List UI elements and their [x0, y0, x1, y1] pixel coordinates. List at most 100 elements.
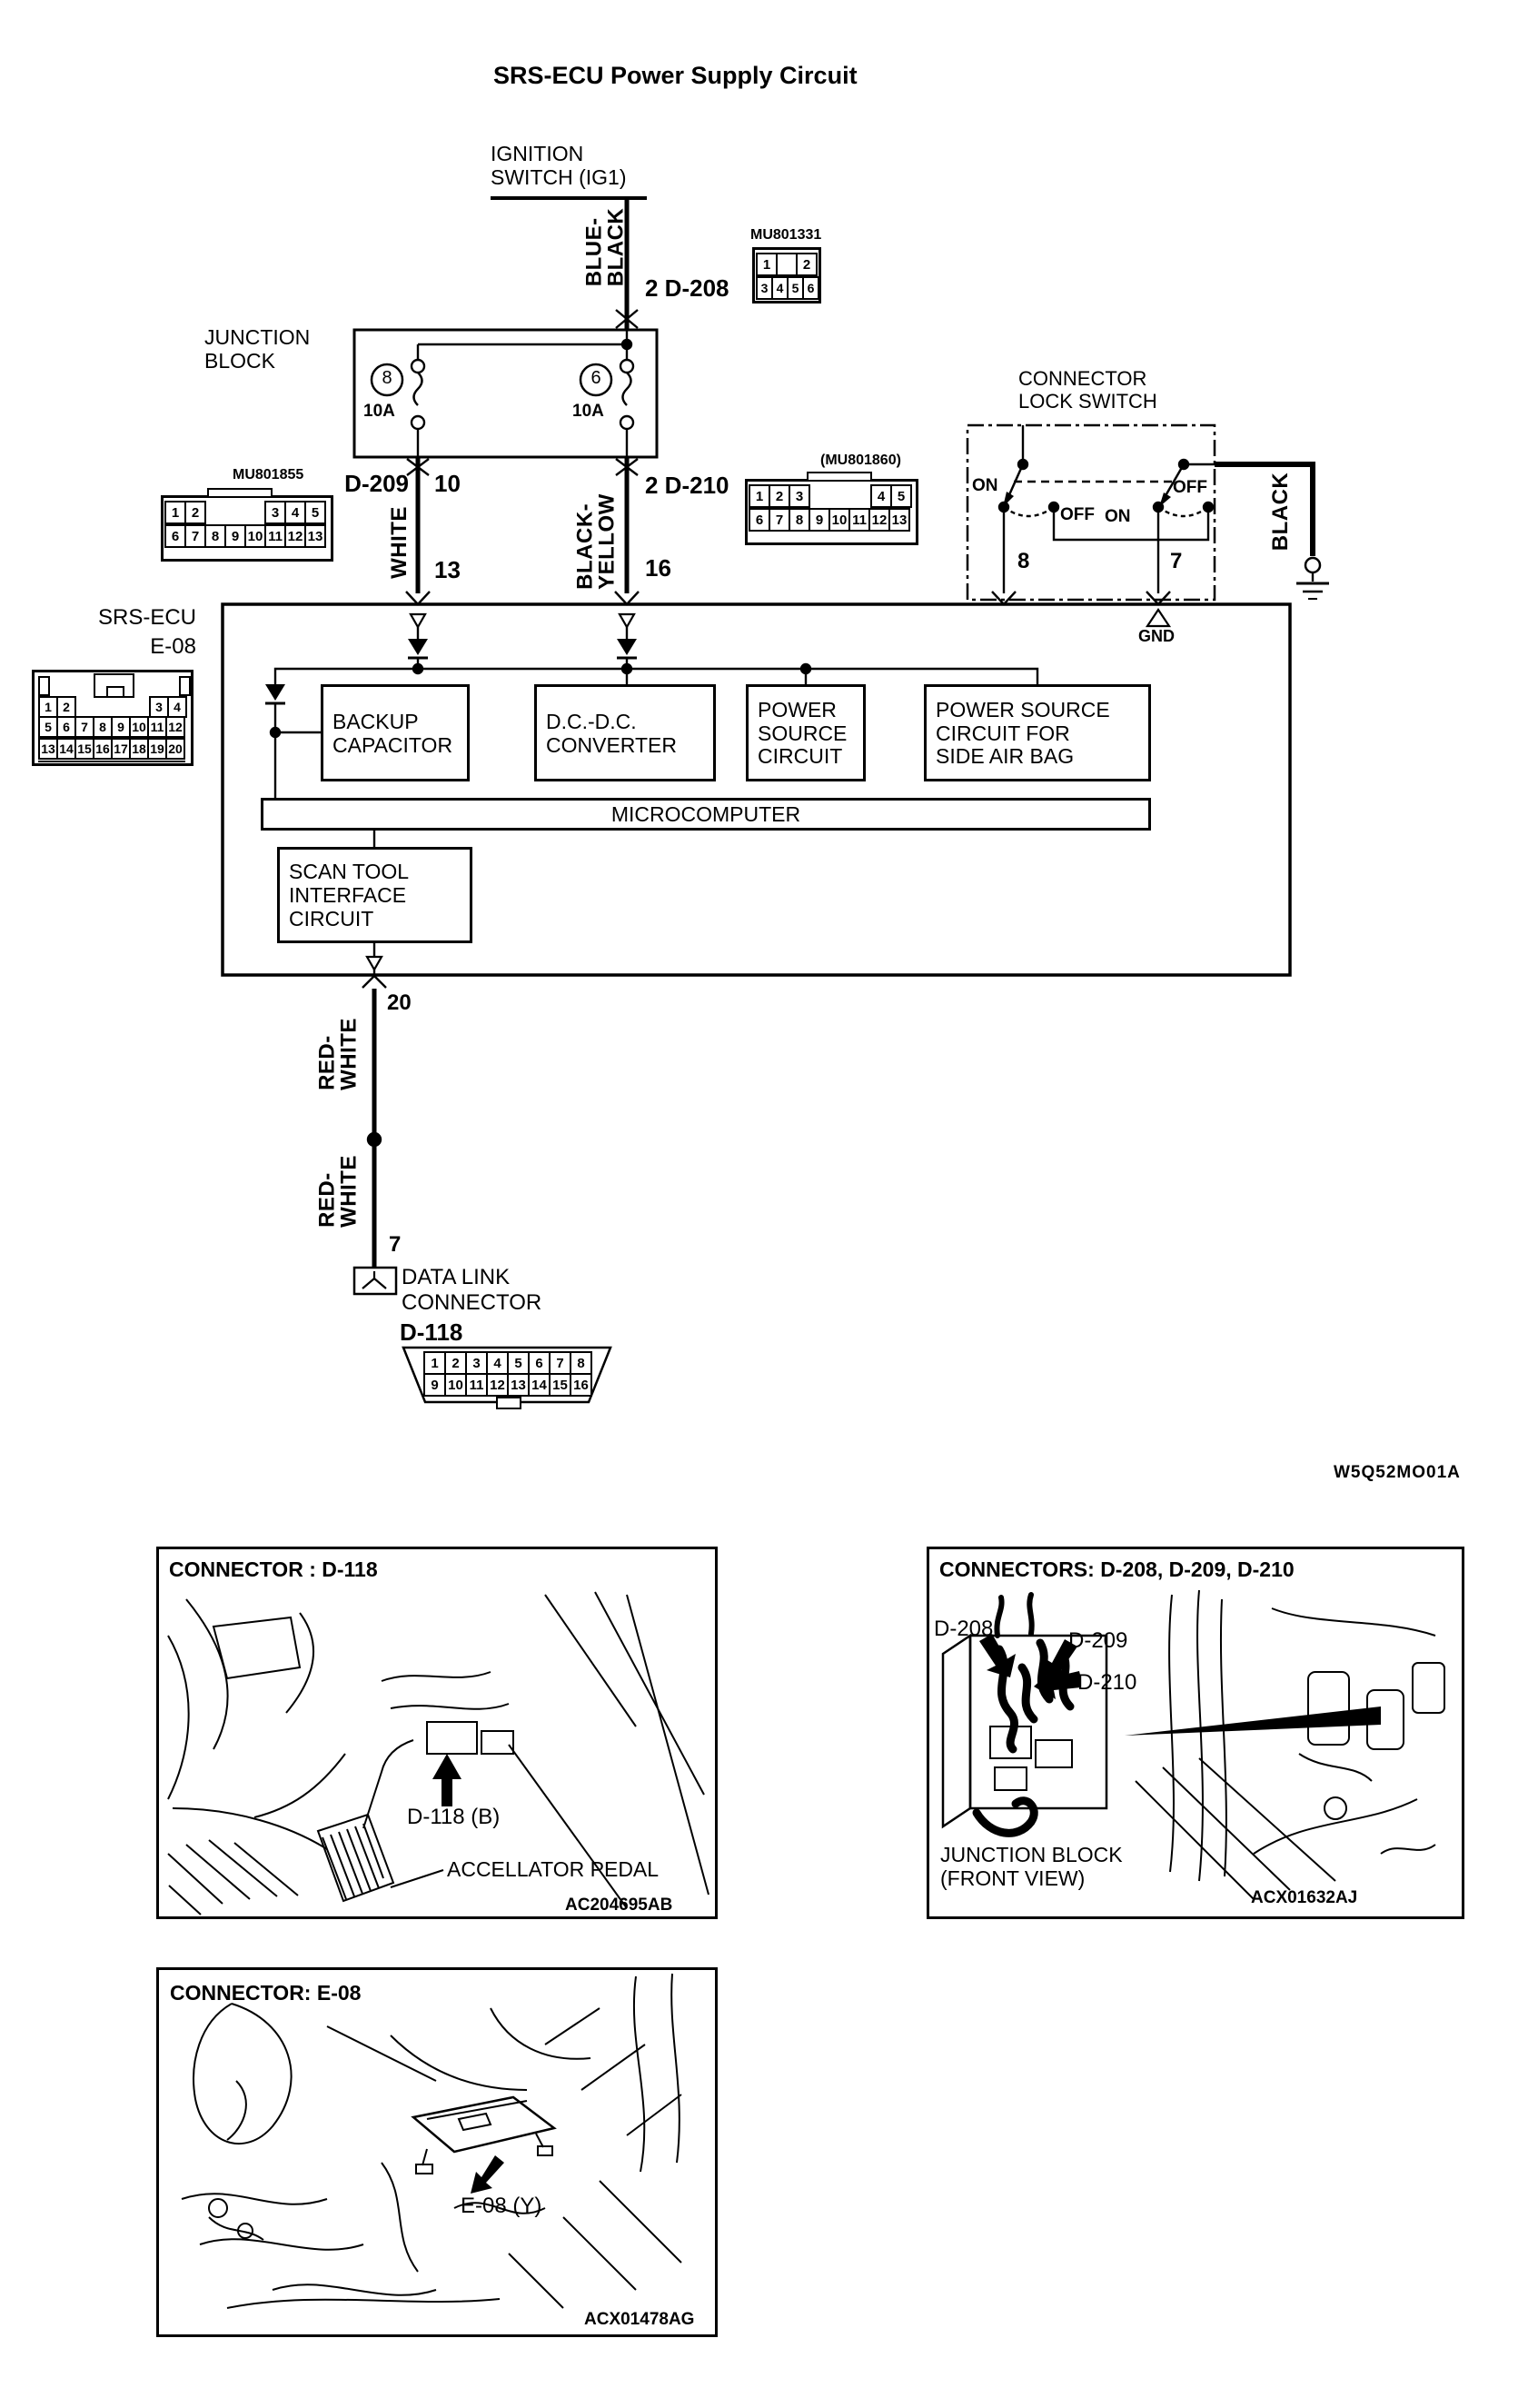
fuse-6-amp: 10A [572, 402, 604, 421]
pin-cell: 1 [749, 484, 770, 508]
pin-cell: 5 [304, 501, 326, 524]
pin-cell: 8 [789, 508, 810, 532]
srs-ecu-name: SRS-ECU [97, 605, 196, 630]
pin-label-d208: 2 D-208 [645, 274, 729, 302]
d118-tab [496, 1397, 521, 1409]
pin-label-d210: 2 D-210 [645, 472, 729, 499]
photo-e08-sketch [181, 1973, 682, 2309]
pin-cell: 4 [870, 484, 892, 508]
pin-label-20: 20 [387, 990, 412, 1015]
connector-label-mu801860: (MU801860) [820, 453, 901, 468]
pin-cell: 14 [56, 738, 76, 760]
wire-color-black-yellow: BLACK- YELLOW [572, 493, 619, 590]
pin-cell: 15 [549, 1373, 571, 1397]
pin-cell: 6 [56, 716, 76, 738]
pin-cell: 13 [38, 738, 58, 760]
pin-cell: 1 [38, 696, 58, 718]
pin-cell: 18 [129, 738, 149, 760]
lock-switch-on-right: ON [1105, 507, 1131, 526]
pin-cell: 4 [486, 1351, 509, 1375]
pin-cell: 6 [749, 508, 770, 532]
power-source-circuit-box: POWER SOURCE CIRCUIT [746, 684, 866, 781]
e08-tab-left [38, 676, 50, 696]
mu801855-tab [207, 488, 273, 498]
page-title: SRS-ECU Power Supply Circuit [493, 62, 858, 89]
pin-cell: 11 [848, 508, 870, 532]
pin-cell: 7 [769, 508, 790, 532]
pin-cell: 12 [486, 1373, 509, 1397]
photo-d118-sketch [167, 1591, 709, 1915]
pin-cell: 1 [756, 253, 778, 276]
pin-cell: 13 [507, 1373, 530, 1397]
wire-color-red-white-1: RED- WHITE [314, 1018, 361, 1090]
pin-cell: 11 [264, 524, 286, 548]
pin-cell: 3 [789, 484, 810, 508]
lock-switch-on-left: ON [972, 476, 998, 495]
photo-junction-code: ACX01632AJ [1251, 1888, 1358, 1907]
e08-bottom-line [38, 761, 185, 762]
wire-color-blue-black: BLUE- BLACK [581, 207, 628, 287]
pin-cell: 8 [570, 1351, 592, 1375]
photo-junction-title: CONNECTORS: D-208, D-209, D-210 [939, 1557, 1295, 1581]
pin-cell: 7 [74, 716, 94, 738]
photo-d210-callout: D-210 [1077, 1670, 1137, 1695]
pin-cell: 11 [147, 716, 167, 738]
wire-color-black: BLACK [1268, 472, 1294, 552]
connector-label-mu801331: MU801331 [750, 227, 822, 243]
scan-tool-box: SCAN TOOL INTERFACE CIRCUIT [277, 847, 472, 943]
pin-cell: 2 [444, 1351, 467, 1375]
pin-cell: 2 [796, 253, 818, 276]
pin-cell: 13 [888, 508, 910, 532]
pin-cell: 9 [809, 508, 830, 532]
srs-ecu-connector-id: E-08 [150, 634, 196, 659]
pin-cell: 14 [528, 1373, 551, 1397]
wire-black [1215, 462, 1315, 556]
pin-cell: 5 [38, 716, 58, 738]
pin-cell: 12 [284, 524, 306, 548]
pin-cell: 9 [423, 1373, 446, 1397]
photo-d118-callout: D-118 (B) [407, 1805, 501, 1829]
pin-label-d209-10: 10 [434, 470, 461, 497]
photo-e08-title: CONNECTOR: E-08 [170, 1981, 362, 2005]
junction-block-label: JUNCTION BLOCK [204, 325, 311, 373]
pin-cell: 7 [549, 1351, 571, 1375]
e08-tab-center-inner [106, 686, 124, 698]
lock-switch-off-left: OFF [1060, 505, 1095, 524]
photo-box-e08 [156, 1967, 718, 2337]
connector-label-mu801855: MU801855 [233, 467, 304, 483]
pin-cell: 1 [164, 501, 186, 524]
photo-d209-callout: D-209 [1068, 1628, 1128, 1653]
fuse-6-circle [579, 363, 613, 397]
pin-cell: 19 [147, 738, 167, 760]
pin-label-7-dlc: 7 [389, 1232, 402, 1257]
lock-switch-label: CONNECTOR LOCK SWITCH [1018, 367, 1157, 413]
pin-cell: 10 [244, 524, 266, 548]
pin-cell: 7 [184, 524, 206, 548]
data-link-connector-label: DATA LINK CONNECTOR [402, 1265, 542, 1315]
pin-cell: 2 [769, 484, 790, 508]
photo-e08-code: ACX01478AG [584, 2310, 695, 2329]
srs-ecu-outline [221, 602, 1292, 977]
pin-cell: 16 [93, 738, 113, 760]
pin-label-16: 16 [645, 554, 671, 582]
pin-cell: 13 [304, 524, 326, 548]
pin-cell: 16 [570, 1373, 592, 1397]
pin-cell: 1 [423, 1351, 446, 1375]
pin-cell: 12 [165, 716, 185, 738]
pin-cell: 6 [528, 1351, 551, 1375]
pin-label-13: 13 [434, 556, 461, 583]
pin-cell: 2 [56, 696, 76, 718]
ignition-switch-label: IGNITION SWITCH (IG1) [491, 142, 627, 190]
